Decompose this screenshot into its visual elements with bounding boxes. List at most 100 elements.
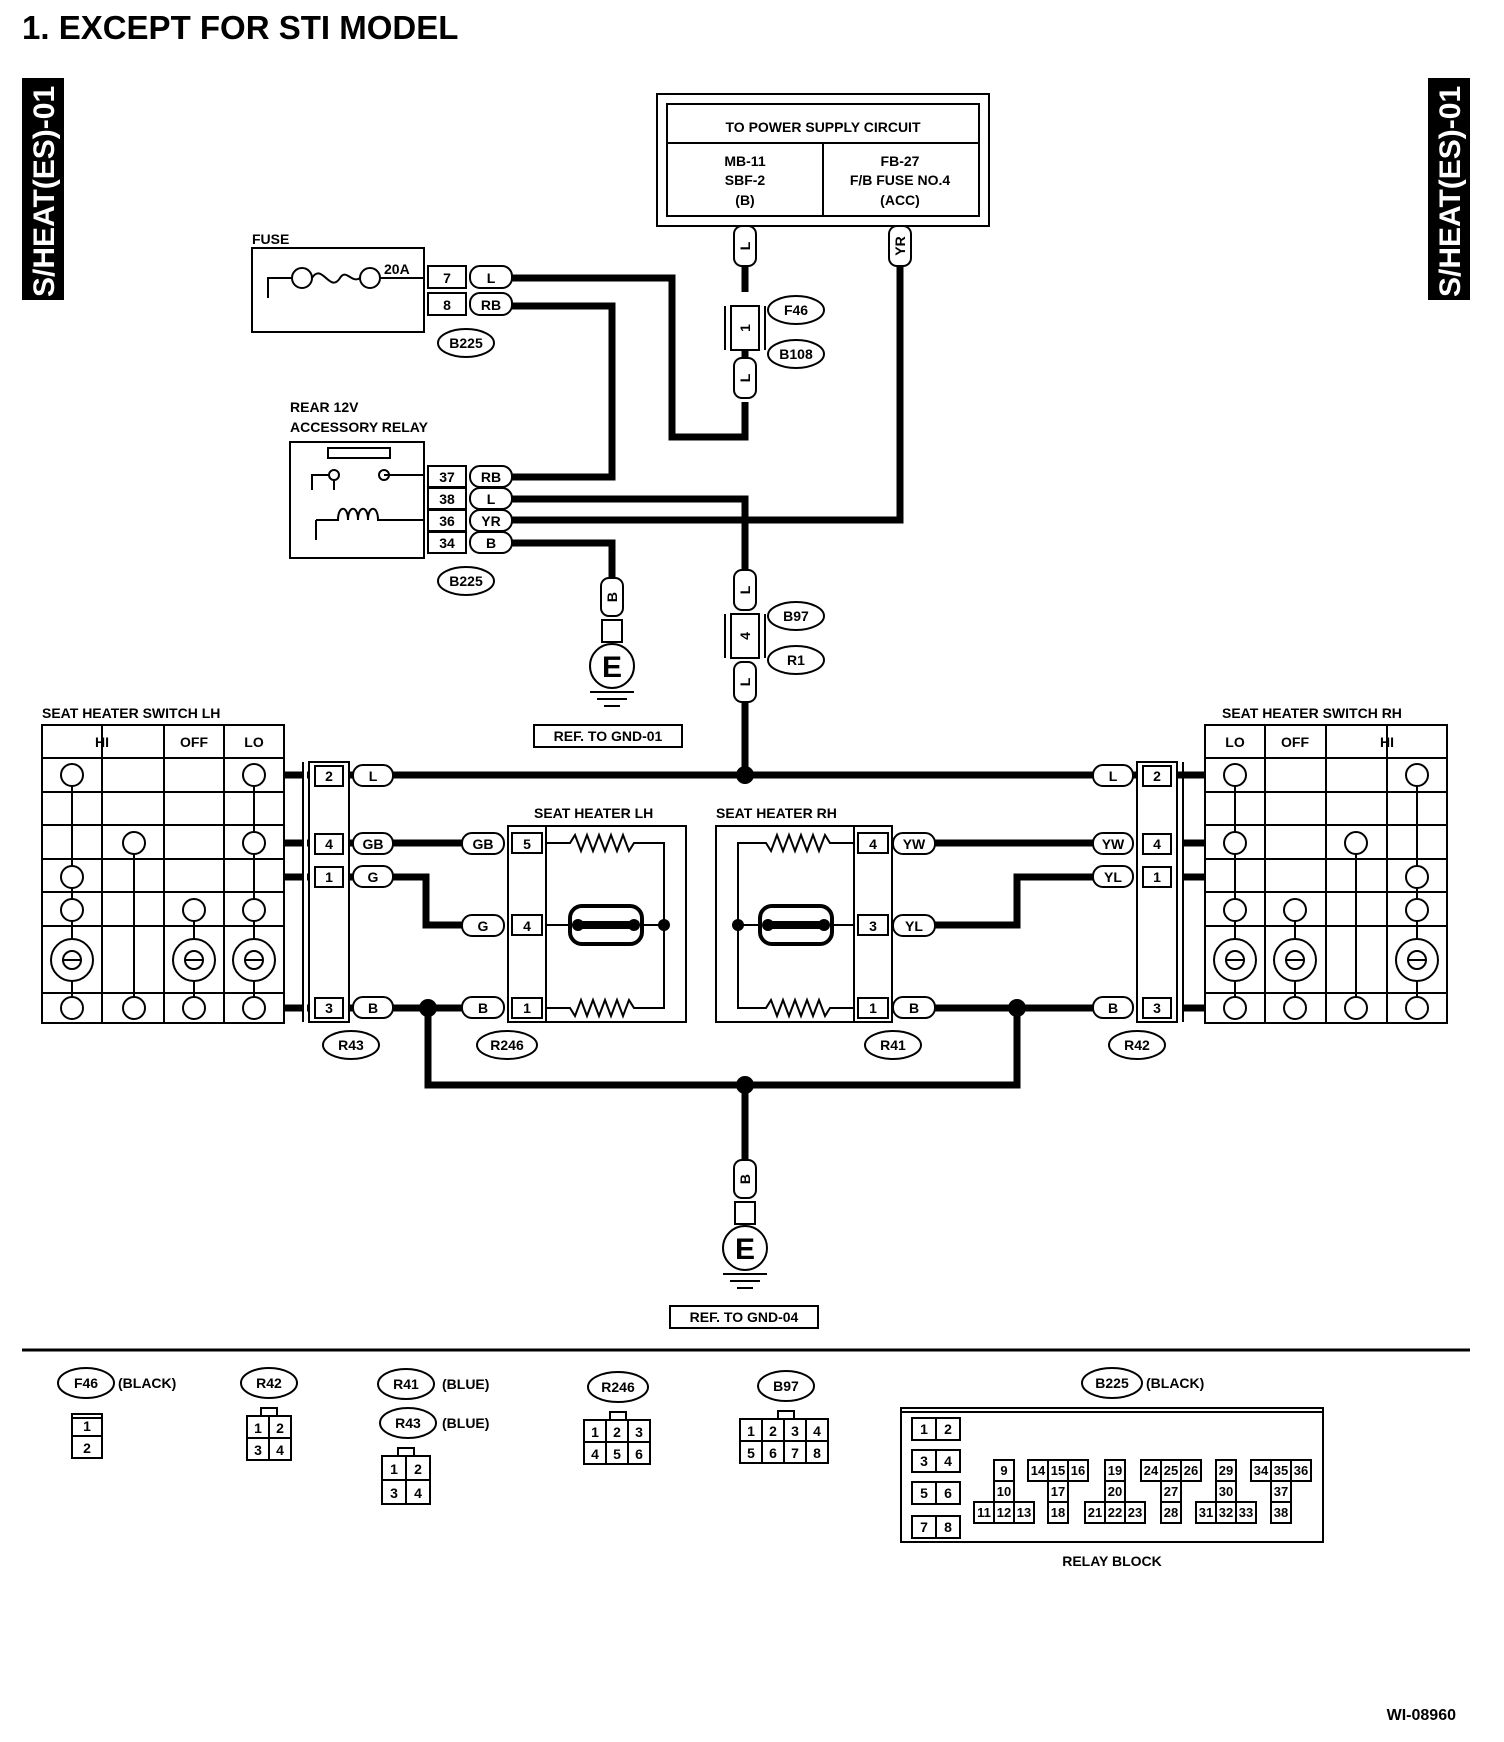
cv-f46-cell-2: 2 bbox=[83, 1440, 91, 1456]
cv-b97-cell-1: 1 bbox=[747, 1423, 755, 1439]
relay-pin-38: 38 bbox=[439, 491, 455, 507]
side-tag-right: S/HEAT(ES)-01 bbox=[1428, 78, 1470, 300]
heater-lh-wire-g: G bbox=[478, 918, 489, 934]
relay-cell-label: 14 bbox=[1031, 1463, 1046, 1478]
relay-cell-label: 28 bbox=[1164, 1505, 1178, 1520]
junction-dot bbox=[736, 766, 754, 784]
relay-wire-rb: RB bbox=[481, 469, 501, 485]
power-supply-left-line3: (B) bbox=[735, 192, 754, 208]
relay-cell-box bbox=[1235, 1501, 1257, 1524]
relay-cell-label: 34 bbox=[1254, 1463, 1269, 1478]
relay-cell-box bbox=[1270, 1501, 1292, 1524]
seat-heater-switch-lh: SEAT HEATER SWITCH LH HI OFF LO bbox=[41, 705, 285, 1024]
switch-rh-pin-4: 4 bbox=[1153, 836, 1161, 852]
relay-cell-label: 17 bbox=[1051, 1484, 1065, 1499]
switch-rh-wire-yw: YW bbox=[1102, 836, 1125, 852]
switch-lh-wire-b: B bbox=[368, 1000, 378, 1016]
relay-cell-label: 2 bbox=[944, 1421, 952, 1437]
wire-tag-yr: YR bbox=[888, 225, 912, 267]
switch-rh-pin-3: 3 bbox=[1153, 1000, 1161, 1016]
cv-b225-id: B225 bbox=[1095, 1375, 1129, 1391]
connector-view-r41-r43: R41 (BLUE) R43 (BLUE) 1 2 3 4 bbox=[377, 1368, 489, 1505]
heater-lh-label: SEAT HEATER LH bbox=[534, 805, 653, 821]
relay-label-line2: ACCESSORY RELAY bbox=[290, 419, 429, 435]
relay-cell-label: 1 bbox=[920, 1421, 928, 1437]
relay-cell-box bbox=[935, 1481, 961, 1505]
relay-cell-label: 29 bbox=[1219, 1463, 1233, 1478]
relay-cell-label: 24 bbox=[1144, 1463, 1159, 1478]
relay-cell-label: 35 bbox=[1274, 1463, 1288, 1478]
relay-cell-label: 8 bbox=[944, 1519, 952, 1535]
cv-r43-cell-2: 2 bbox=[414, 1461, 422, 1477]
heater-rh-pin-4: 4 bbox=[869, 836, 877, 852]
relay-cell-label: 13 bbox=[1017, 1505, 1031, 1520]
cv-r43-cell-4: 4 bbox=[414, 1485, 422, 1501]
ground-2-wire: B bbox=[737, 1174, 753, 1184]
fuse-pin-7: 7 bbox=[443, 270, 451, 286]
relay-cell-label: 4 bbox=[944, 1453, 952, 1469]
joint-f46-wire: L bbox=[737, 373, 753, 382]
relay-cell-box bbox=[1160, 1501, 1182, 1524]
joint-b97: L 4 L B97 R1 bbox=[724, 569, 825, 703]
heater-rh-wire-yw: YW bbox=[903, 836, 926, 852]
relay-cell-box bbox=[1290, 1459, 1312, 1482]
relay-cell-box bbox=[935, 1515, 961, 1539]
heater-rh-label: SEAT HEATER RH bbox=[716, 805, 837, 821]
power-supply-right-line2: F/B FUSE NO.4 bbox=[850, 172, 951, 188]
joint-b97-pin: 4 bbox=[737, 632, 753, 640]
switch-lh-col-lo: LO bbox=[244, 734, 264, 750]
cv-f46-note: (BLACK) bbox=[118, 1375, 176, 1391]
cv-b97-id: B97 bbox=[773, 1378, 799, 1394]
relay-cell-box bbox=[1013, 1501, 1035, 1524]
switch-rh-col-hi: HI bbox=[1380, 734, 1394, 750]
connector-view-r42: R42 1 2 3 4 bbox=[240, 1367, 298, 1461]
cv-r246-id: R246 bbox=[601, 1379, 635, 1395]
cv-b97-cell-8: 8 bbox=[813, 1445, 821, 1461]
relay-cell-label: 32 bbox=[1219, 1505, 1233, 1520]
fuse-block: FUSE 20A 7 8 L RB B225 bbox=[251, 231, 513, 358]
switch-lh-pin-4: 4 bbox=[325, 836, 333, 852]
relay-cell-label: 30 bbox=[1219, 1484, 1233, 1499]
relay-cell-label: 31 bbox=[1199, 1505, 1213, 1520]
relay-cell-label: 19 bbox=[1108, 1463, 1122, 1478]
cv-b225-caption: RELAY BLOCK bbox=[1062, 1553, 1162, 1569]
cv-b97-cell-6: 6 bbox=[769, 1445, 777, 1461]
wire-tag-yr-text: YR bbox=[892, 236, 908, 255]
switch-rh-connector-id: R42 bbox=[1124, 1037, 1150, 1053]
ground-2-ref: REF. TO GND-04 bbox=[690, 1309, 799, 1325]
cv-b97-cell-2: 2 bbox=[769, 1423, 777, 1439]
relay-cell-box bbox=[1047, 1501, 1069, 1524]
heater-rh-wire-yl: YL bbox=[905, 918, 923, 934]
relay-connector: B225 bbox=[449, 573, 483, 589]
relay-cell-label: 21 bbox=[1088, 1505, 1102, 1520]
relay-cell-label: 16 bbox=[1071, 1463, 1085, 1478]
fuse-wire-l: L bbox=[487, 270, 496, 286]
switch-lh-pin-2: 2 bbox=[325, 768, 333, 784]
cv-r41-id: R41 bbox=[393, 1376, 419, 1392]
seat-heater-lh: SEAT HEATER LH GB G B 5 4 1 R246 bbox=[461, 805, 687, 1060]
relay-block: REAR 12V ACCESSORY RELAY 37 38 36 34 RB … bbox=[289, 399, 513, 596]
side-tag-right-text: S/HEAT(ES)-01 bbox=[1434, 86, 1467, 297]
switch-rh-pin-1: 1 bbox=[1153, 869, 1161, 885]
switch-lh-label: SEAT HEATER SWITCH LH bbox=[42, 705, 220, 721]
relay-cell-label: 38 bbox=[1274, 1505, 1288, 1520]
connector-view-b97: B97 1 2 3 4 5 6 7 8 bbox=[739, 1370, 829, 1464]
fuse-pin-8: 8 bbox=[443, 297, 451, 313]
cv-r43-note: (BLUE) bbox=[442, 1415, 489, 1431]
page-title: 1. EXCEPT FOR STI MODEL bbox=[22, 9, 458, 46]
switch-lh-pin-3: 3 bbox=[325, 1000, 333, 1016]
fuse-connector: B225 bbox=[449, 335, 483, 351]
switch-rh-col-off: OFF bbox=[1281, 734, 1309, 750]
switch-lh-connector-id: R43 bbox=[338, 1037, 364, 1053]
side-tag-left: S/HEAT(ES)-01 bbox=[22, 78, 64, 300]
heater-rh-connector: R41 bbox=[880, 1037, 906, 1053]
cv-r246-cell-2: 2 bbox=[613, 1424, 621, 1440]
seat-heater-switch-rh: SEAT HEATER SWITCH RH LO OFF HI bbox=[1204, 705, 1448, 1024]
cv-r42-cell-2: 2 bbox=[276, 1420, 284, 1436]
switch-lh-wire-gb: GB bbox=[363, 836, 384, 852]
relay-cell-label: 7 bbox=[920, 1519, 928, 1535]
cv-r43-cell-3: 3 bbox=[390, 1485, 398, 1501]
heater-lh-pin-1: 1 bbox=[523, 1000, 531, 1016]
relay-cell-box bbox=[935, 1449, 961, 1473]
